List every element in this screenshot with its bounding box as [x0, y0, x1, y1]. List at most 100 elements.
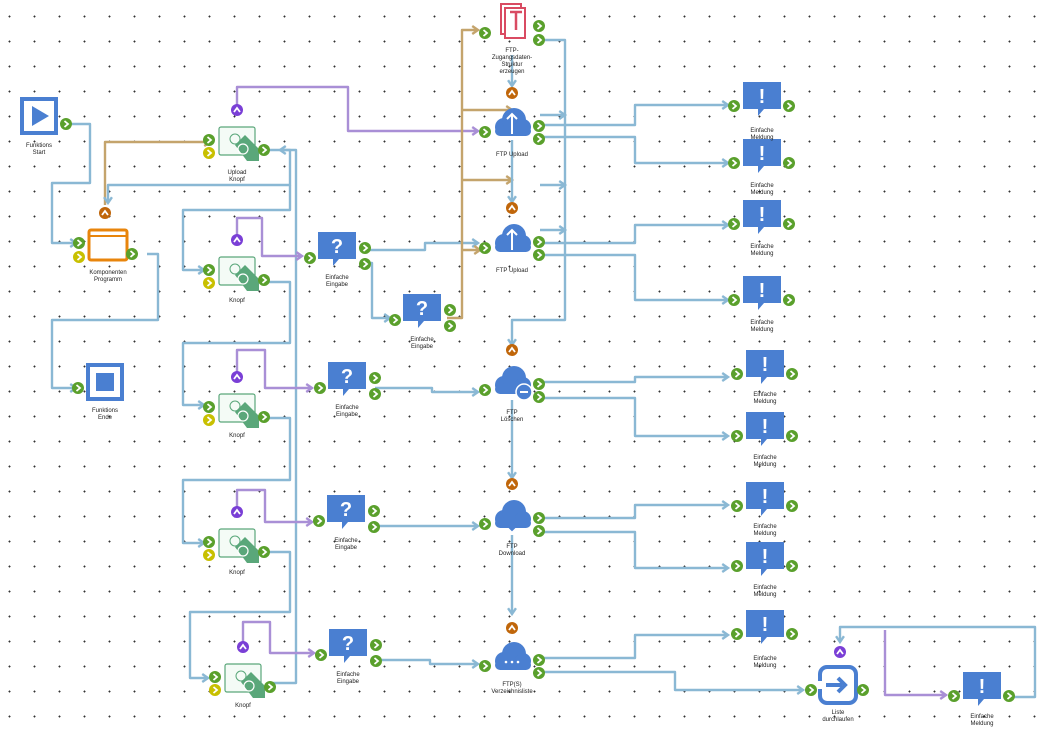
m7-node[interactable]: !: [746, 482, 784, 516]
in-port[interactable]: [479, 518, 491, 530]
start-node[interactable]: [20, 97, 58, 135]
connection-line[interactable]: [540, 135, 728, 165]
orange-port[interactable]: [506, 344, 518, 356]
ein3-node[interactable]: ?: [328, 362, 366, 396]
out-port[interactable]: [533, 378, 545, 390]
connection-line[interactable]: [540, 633, 728, 660]
in-port[interactable]: [72, 382, 84, 394]
out-port[interactable]: [783, 157, 795, 169]
in-port[interactable]: [315, 649, 327, 661]
connection-line[interactable]: [103, 140, 210, 205]
komp-node[interactable]: [87, 228, 129, 262]
yellow-port[interactable]: [73, 251, 85, 263]
connection-line[interactable]: [540, 530, 728, 570]
in-port[interactable]: [731, 628, 743, 640]
connection-line[interactable]: [540, 223, 728, 245]
connection-line[interactable]: [540, 375, 728, 384]
out-port[interactable]: [258, 144, 270, 156]
orange-port[interactable]: [506, 87, 518, 99]
connection-line[interactable]: [375, 658, 478, 666]
in-port[interactable]: [203, 134, 215, 146]
purple-port[interactable]: [834, 646, 846, 658]
out-port[interactable]: [368, 521, 380, 533]
in-port[interactable]: [389, 314, 401, 326]
m2-node[interactable]: !: [743, 139, 781, 173]
connection-line[interactable]: [181, 185, 292, 272]
connection-line[interactable]: [241, 620, 314, 655]
connection-line[interactable]: [375, 386, 478, 394]
out-port[interactable]: [368, 505, 380, 517]
out-port[interactable]: [369, 388, 381, 400]
loop-node[interactable]: [818, 665, 858, 705]
connection-line[interactable]: [540, 253, 728, 302]
out-port[interactable]: [783, 218, 795, 230]
out-port[interactable]: [258, 411, 270, 423]
knopf4-node[interactable]: [224, 663, 265, 698]
purple-port[interactable]: [231, 506, 243, 518]
ein1-node[interactable]: ?: [318, 232, 356, 266]
orange-port[interactable]: [99, 207, 111, 219]
in-port[interactable]: [73, 237, 85, 249]
del-node[interactable]: [495, 366, 533, 401]
in-port[interactable]: [479, 242, 491, 254]
connection-line[interactable]: [540, 503, 728, 520]
yellow-port[interactable]: [209, 684, 221, 696]
connection-line[interactable]: [235, 85, 478, 133]
out-port[interactable]: [786, 368, 798, 380]
in-port[interactable]: [731, 560, 743, 572]
connection-line[interactable]: [540, 670, 803, 692]
uknopf-node[interactable]: [218, 126, 259, 161]
m9-node[interactable]: !: [746, 610, 784, 644]
connection-line[interactable]: [188, 550, 292, 680]
out-port[interactable]: [369, 372, 381, 384]
in-port[interactable]: [313, 515, 325, 527]
knopf1-node[interactable]: [218, 256, 259, 291]
ende-node[interactable]: [86, 363, 124, 401]
ein4-node[interactable]: ?: [327, 495, 365, 529]
out-port[interactable]: [258, 274, 270, 286]
in-port[interactable]: [948, 690, 960, 702]
m1-node[interactable]: !: [743, 82, 781, 116]
in-port[interactable]: [728, 294, 740, 306]
yellow-port[interactable]: [203, 549, 215, 561]
out-port[interactable]: [786, 500, 798, 512]
m10-node[interactable]: !: [963, 672, 1001, 706]
in-port[interactable]: [731, 500, 743, 512]
out-port[interactable]: [786, 430, 798, 442]
out-port[interactable]: [533, 20, 545, 32]
out-port[interactable]: [533, 512, 545, 524]
out-port[interactable]: [359, 242, 371, 254]
out-port[interactable]: [1003, 690, 1015, 702]
in-port[interactable]: [479, 660, 491, 672]
out-port[interactable]: [533, 525, 545, 537]
in-port[interactable]: [728, 157, 740, 169]
connection-line[interactable]: [235, 216, 302, 258]
connection-line[interactable]: [235, 348, 312, 390]
in-port[interactable]: [209, 671, 221, 683]
ftpstruct-node[interactable]: [500, 3, 526, 39]
purple-port[interactable]: [237, 641, 249, 653]
connection-line[interactable]: [883, 630, 946, 697]
orange-port[interactable]: [506, 202, 518, 214]
up1-node[interactable]: [495, 108, 531, 136]
orange-port[interactable]: [506, 622, 518, 634]
purple-port[interactable]: [231, 104, 243, 116]
in-port[interactable]: [304, 252, 316, 264]
out-port[interactable]: [783, 294, 795, 306]
connection-line[interactable]: [365, 241, 478, 252]
knopf3-node[interactable]: [218, 528, 259, 563]
out-port[interactable]: [264, 681, 276, 693]
out-port[interactable]: [786, 628, 798, 640]
in-port[interactable]: [314, 382, 326, 394]
out-port[interactable]: [359, 258, 371, 270]
out-port[interactable]: [444, 320, 456, 332]
connection-line[interactable]: [540, 396, 728, 438]
out-port[interactable]: [533, 391, 545, 403]
out-port[interactable]: [126, 248, 138, 260]
m5-node[interactable]: !: [746, 350, 784, 384]
m6-node[interactable]: !: [746, 412, 784, 446]
yellow-port[interactable]: [203, 147, 215, 159]
ein5-node[interactable]: ?: [329, 629, 367, 663]
connection-line[interactable]: [838, 625, 1037, 699]
